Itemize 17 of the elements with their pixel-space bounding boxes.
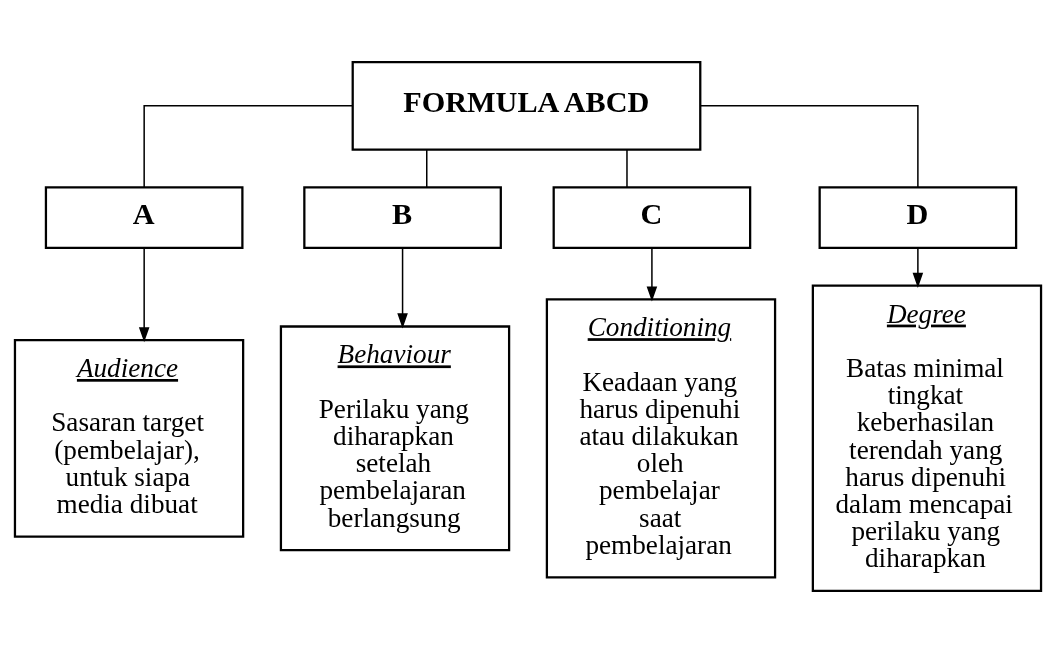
- node-box: Behaviour Perilaku yang diharapkan setelah pembelajaran berlangsung: [279, 324, 511, 551]
- arrow: [646, 247, 658, 302]
- arrow: [397, 247, 408, 328]
- node-box: D: [818, 185, 1018, 249]
- connector: [143, 104, 354, 188]
- node-box: A: [44, 185, 244, 249]
- connector: [626, 148, 628, 188]
- node-box: C: [552, 185, 752, 249]
- node-box: B: [303, 185, 502, 249]
- connector: [426, 148, 428, 188]
- connector: [699, 104, 919, 188]
- node-box: Degree Batas minimal tingkat keberhasilan terendah yang harus dipenuhi dalam mencapai perilaku yang diharapkan: [811, 284, 1043, 592]
- arrow: [912, 247, 924, 288]
- arrow: [138, 247, 150, 342]
- node-box: FORMULA ABCD: [351, 60, 702, 151]
- node-box: Audience Sasaran target (pembelajar), untuk siapa media dibuat: [13, 338, 245, 538]
- node-box: Conditioning Keadaan yang harus dipenuhi atau dilakukan oleh pembelajar saat pembelajaran: [545, 297, 777, 578]
